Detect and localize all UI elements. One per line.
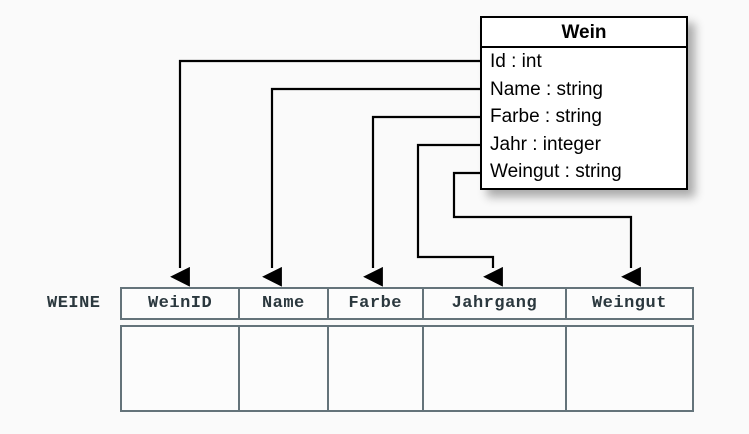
connector-id-to-weinid [170,59,480,287]
table-name-label: WEINE [47,294,101,313]
table-row [120,325,694,412]
uml-attribute-jahr: Jahr : integer [490,133,601,155]
table-cell-name [240,327,329,410]
connector-farbe-to-farbe [363,115,480,287]
table-cell-farbe [329,327,424,410]
table-header-weinid: WeinID [122,289,241,318]
uml-class-box[interactable]: Wein Id : int Name : string Farbe : stri… [480,16,688,190]
table-cell-jahrgang [424,327,567,410]
connector-name-to-name [262,87,480,287]
uml-attribute-weingut: Weingut : string [490,161,622,182]
table-header-farbe: Farbe [329,289,424,318]
uml-attribute-id: Id : int [490,51,542,72]
table-header-jahrgang: Jahrgang [424,289,567,318]
table-header-row: WeinID Name Farbe Jahrgang Weingut [120,287,694,320]
uml-class-title: Wein [482,18,686,48]
uml-attribute-farbe: Farbe : string [490,106,602,127]
table-header-name: Name [240,289,329,318]
table-cell-weinid [122,327,241,410]
table-header-weingut: Weingut [591,294,667,313]
uml-attribute-name: Name : string [490,78,603,100]
table-cell-weingut [567,327,692,410]
uml-attribute-list: Id : int Name : string Farbe : string Ja… [482,48,686,186]
